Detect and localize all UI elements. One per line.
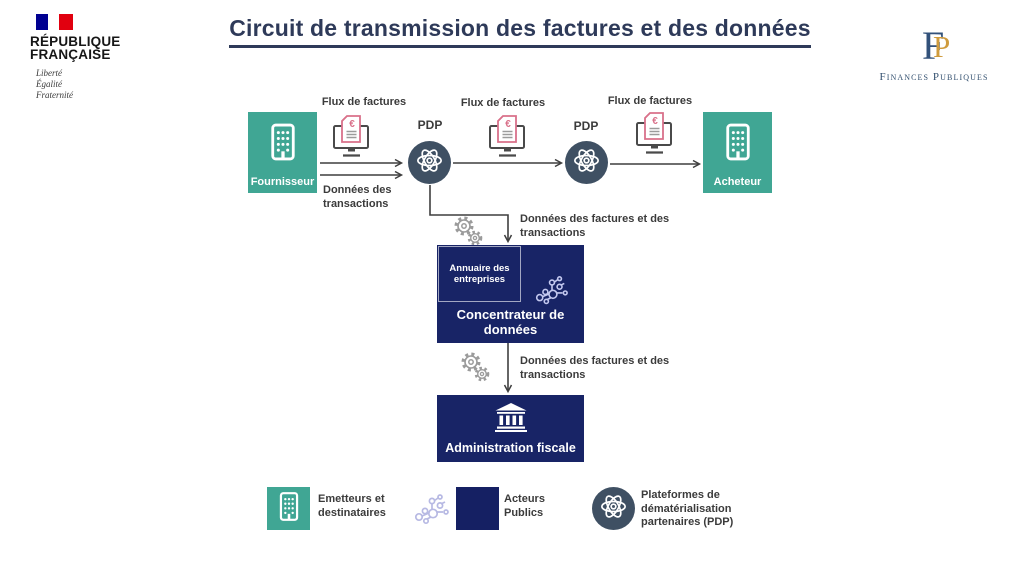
republique-line2: FRANÇAISE <box>30 47 111 62</box>
pdp-node-1 <box>408 141 451 184</box>
acheteur-node: Acheteur <box>703 112 772 193</box>
svg-text:€: € <box>652 116 658 127</box>
building-icon <box>724 123 752 166</box>
motto-fraternite: Fraternité <box>36 90 73 100</box>
motto: Liberté Égalité Fraternité <box>36 68 121 101</box>
fp-monogram-f: F <box>922 23 945 68</box>
motto-egalite: Égalité <box>36 79 62 89</box>
fournisseur-label: Fournisseur <box>250 176 315 188</box>
republique-francaise-logo: RÉPUBLIQUE FRANÇAISE Liberté Égalité Fra… <box>30 14 121 101</box>
svg-text:€: € <box>349 119 355 130</box>
legend-swatch-acteurs-publics <box>456 487 499 530</box>
concentrateur-node: Annuaire des entreprises Concentrateur d… <box>437 245 584 343</box>
pdp-label-1: PDP <box>417 118 443 132</box>
administration-fiscale-node: Administration fiscale <box>437 395 584 462</box>
flag-blue-stripe <box>36 14 48 30</box>
svg-text:€: € <box>505 119 511 130</box>
fournisseur-node: Fournisseur <box>248 112 317 193</box>
atom-icon <box>571 145 602 181</box>
fp-label: Finances Publiques <box>879 71 989 83</box>
flux-factures-label-3: Flux de factures <box>607 95 693 107</box>
concentrateur-label: Concentrateur de données <box>456 307 565 337</box>
building-icon <box>278 491 300 527</box>
french-flag-icon <box>36 14 73 30</box>
annuaire-entreprises-box: Annuaire des entreprises <box>438 246 521 302</box>
molecule-icon <box>533 274 571 313</box>
republique-line1: RÉPUBLIQUE <box>30 34 121 49</box>
legend-label-pdp: Plateformes de dématérialisation partena… <box>641 489 734 528</box>
legend-label-acteurs-publics: Acteurs Publics <box>504 493 545 519</box>
motto-liberte: Liberté <box>36 68 62 78</box>
republique-text: RÉPUBLIQUE FRANÇAISE <box>30 34 121 62</box>
administration-label: Administration fiscale <box>445 440 576 455</box>
fp-monogram-icon: F P <box>878 23 990 70</box>
acheteur-label: Acheteur <box>713 176 762 188</box>
atom-icon <box>414 145 445 181</box>
finances-publiques-logo: F P Finances Publiques <box>878 23 990 83</box>
gears-icon-2 <box>457 350 494 390</box>
atom-icon <box>598 491 629 527</box>
legend-swatch-emetteurs <box>267 487 310 530</box>
building-icon <box>269 123 297 166</box>
pdp-label-2: PDP <box>573 119 599 133</box>
page-title: Circuit de transmission des factures et … <box>170 15 870 48</box>
pdp-node-2 <box>565 141 608 184</box>
bank-icon <box>493 402 529 437</box>
flag-red-stripe <box>59 14 73 30</box>
molecule-icon <box>412 492 452 533</box>
annuaire-label: Annuaire des entreprises <box>449 263 510 285</box>
donnees-factures-label-1: Données des factures et des transactions <box>520 213 670 239</box>
legend-label-emetteurs: Emetteurs et destinataires <box>318 493 386 519</box>
invoice-monitor-icon-3: € <box>624 110 681 162</box>
gears-icon-1 <box>450 214 487 254</box>
legend-swatch-pdp <box>592 487 635 530</box>
flag-white-stripe <box>48 14 59 30</box>
invoice-monitor-icon-1: € <box>321 113 378 165</box>
flux-factures-label-1: Flux de factures <box>321 96 407 108</box>
donnees-transactions-label: Données des transactions <box>323 184 392 210</box>
fp-monogram-p: P <box>933 29 951 64</box>
donnees-factures-label-2: Données des factures et des transactions <box>520 355 670 381</box>
invoice-monitor-icon-2: € <box>477 113 534 165</box>
flux-factures-label-2: Flux de factures <box>460 97 546 109</box>
page-title-text: Circuit de transmission des factures et … <box>229 15 811 48</box>
